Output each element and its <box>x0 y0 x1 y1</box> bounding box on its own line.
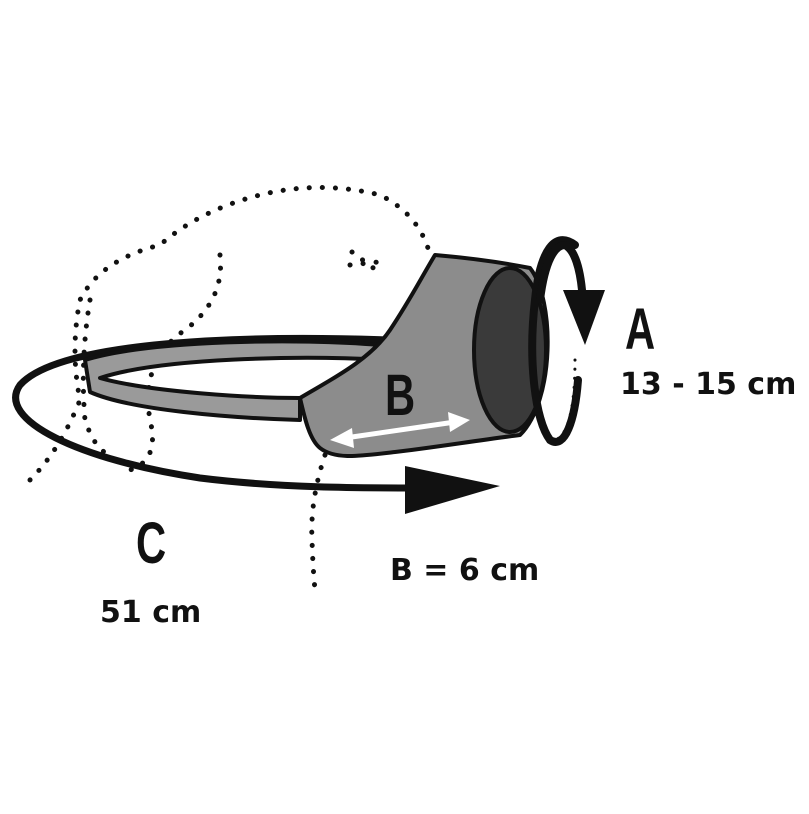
b-double-arrow-icon <box>330 412 470 448</box>
strap-icon <box>83 339 387 422</box>
muzzle-opening <box>472 266 548 434</box>
label-b-letter: B <box>385 363 416 428</box>
a-arrowhead-icon <box>563 290 605 345</box>
label-c-value: 51 cm <box>100 595 202 630</box>
label-a-letter: A <box>625 297 656 362</box>
label-c-letter: C <box>136 511 167 576</box>
c-arrowhead-icon <box>405 466 500 514</box>
c-arrow-icon <box>12 334 424 492</box>
label-b-value: B = 6 cm <box>390 553 540 588</box>
label-a-value: 13 - 15 cm <box>620 367 797 402</box>
a-arrow-icon <box>528 236 582 446</box>
